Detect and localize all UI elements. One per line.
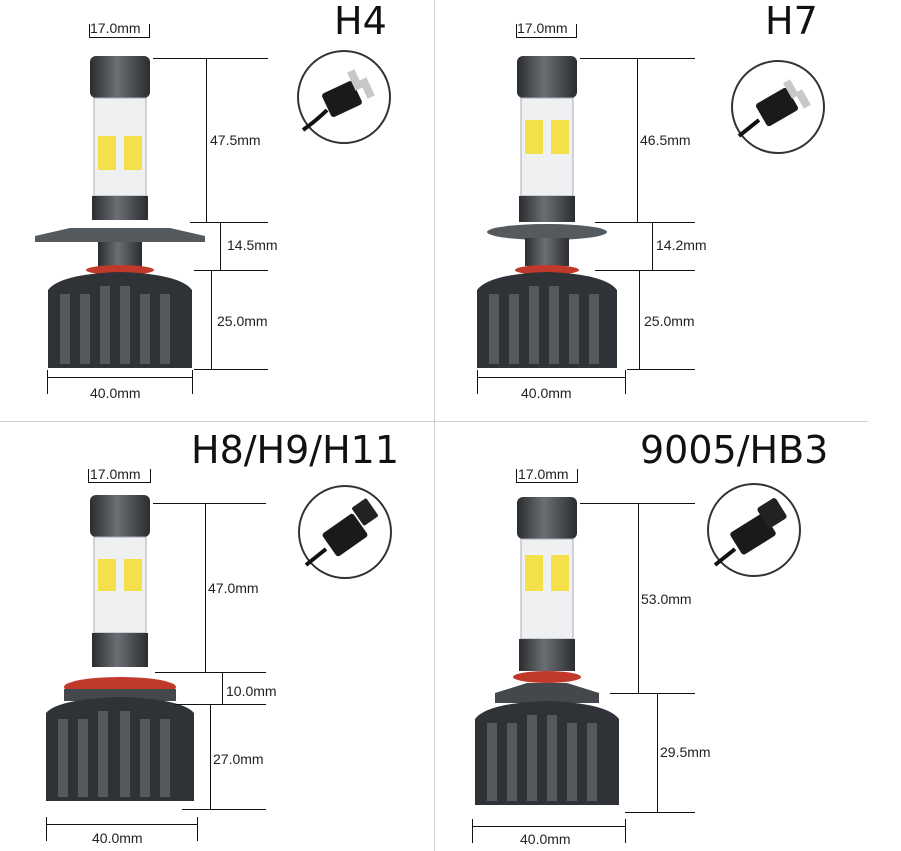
h4-bulb-image [35, 56, 205, 368]
h11-connector-icon [298, 485, 392, 579]
dim-base-width: 40.0mm [90, 385, 141, 401]
dim-base-width: 40.0mm [521, 385, 572, 401]
dim-height-b: 14.5mm [227, 237, 278, 253]
panel-h4: H4 17.0mm [0, 0, 450, 425]
dim-height-c: 29.5mm [660, 744, 711, 760]
dim-height-c: 25.0mm [217, 313, 268, 329]
h11-bulb-image [46, 495, 194, 801]
dim-height-a: 53.0mm [641, 591, 692, 607]
panel-h7: H7 17.0mm [435, 0, 885, 425]
dim-height-a: 46.5mm [640, 132, 691, 148]
9005-bulb-image [475, 497, 619, 805]
model-title: 9005/HB3 [640, 428, 829, 472]
dim-height-c: 27.0mm [213, 751, 264, 767]
model-title: H4 [334, 0, 387, 43]
9005-connector-icon [707, 483, 801, 577]
h4-connector-icon [297, 50, 391, 144]
dim-height-b: 14.2mm [656, 237, 707, 253]
dim-top-width: 17.0mm [518, 466, 569, 482]
model-title: H8/H9/H11 [191, 428, 400, 472]
panel-h11: H8/H9/H11 17.0mm [0, 425, 450, 850]
dim-top-width: 17.0mm [517, 20, 568, 36]
h7-connector-icon [731, 60, 825, 154]
h7-bulb-image [477, 56, 617, 368]
dim-base-width: 40.0mm [520, 831, 571, 847]
model-title: H7 [765, 0, 818, 43]
dim-top-width: 17.0mm [90, 466, 141, 482]
dim-height-b: 10.0mm [226, 683, 277, 699]
dim-height-c: 25.0mm [644, 313, 695, 329]
dim-height-a: 47.5mm [210, 132, 261, 148]
panel-9005: 9005/HB3 17.0mm [435, 425, 885, 850]
vertical-divider [434, 0, 435, 851]
dim-height-a: 47.0mm [208, 580, 259, 596]
horizontal-divider [0, 421, 868, 422]
dim-base-width: 40.0mm [92, 830, 143, 846]
dim-top-width: 17.0mm [90, 20, 141, 36]
